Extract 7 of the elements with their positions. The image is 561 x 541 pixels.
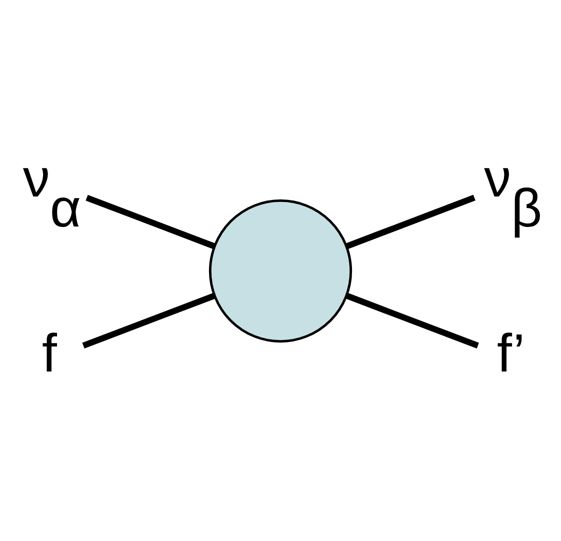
node-text: f xyxy=(42,323,57,384)
connector xyxy=(82,292,216,348)
node-text: f’ xyxy=(497,323,525,384)
node-circle xyxy=(208,198,352,342)
connector xyxy=(86,194,216,249)
connector xyxy=(345,292,479,348)
connector xyxy=(345,194,476,249)
